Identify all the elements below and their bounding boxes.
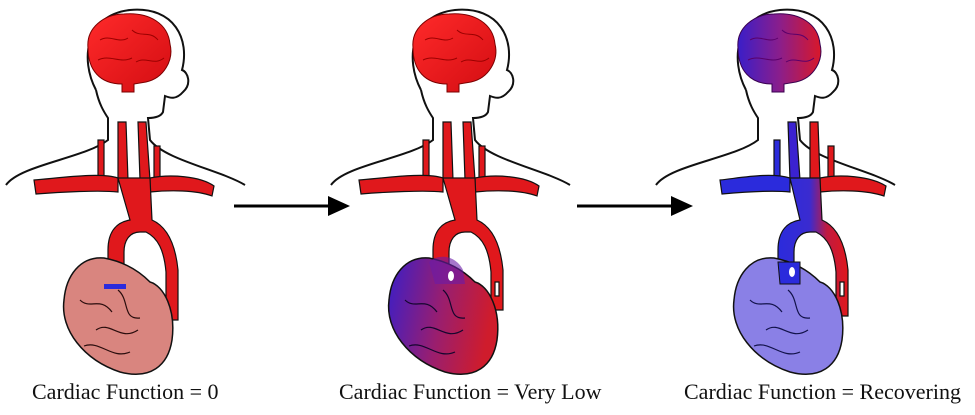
caption-cardiac-very-low: Cardiac Function = Very Low — [339, 378, 602, 406]
panel-cardiac-recovering: Cardiac Function = Recovering — [650, 0, 975, 415]
figure-cardiac-recovering — [650, 0, 975, 415]
neck-vessels — [774, 122, 834, 182]
caption-cardiac-recovering: Cardiac Function = Recovering — [684, 378, 961, 406]
brain-icon — [88, 14, 171, 92]
heart-icon — [389, 257, 498, 375]
heart-icon — [734, 258, 843, 374]
caption-cardiac-zero: Cardiac Function = 0 — [32, 378, 219, 406]
brain-icon — [738, 14, 821, 92]
brain-icon — [413, 14, 496, 92]
heart-icon — [64, 258, 173, 374]
